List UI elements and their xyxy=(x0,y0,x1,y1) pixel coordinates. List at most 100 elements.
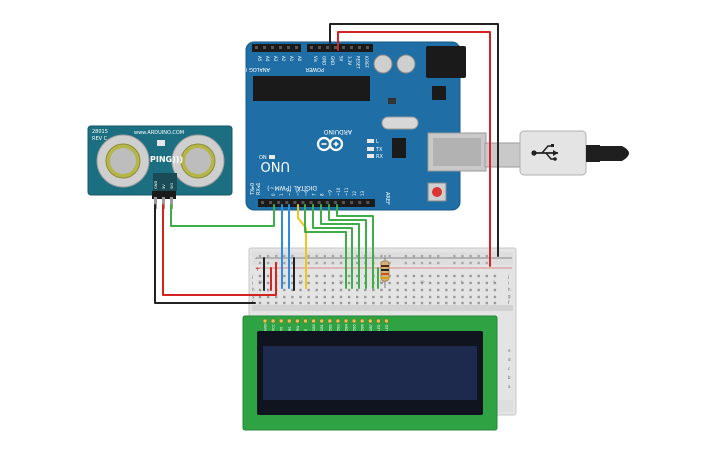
rail-hole[interactable] xyxy=(356,261,359,265)
lcd-pin[interactable] xyxy=(278,318,284,324)
breadboard-hole[interactable] xyxy=(291,281,294,285)
breadboard-hole[interactable] xyxy=(461,301,464,305)
breadboard-hole[interactable] xyxy=(493,288,497,292)
breadboard-hole[interactable] xyxy=(347,288,351,292)
breadboard-hole[interactable] xyxy=(347,281,351,285)
header-hole[interactable] xyxy=(285,201,289,204)
header-hole[interactable] xyxy=(317,201,321,204)
lcd-pin[interactable] xyxy=(270,318,276,324)
header-hole[interactable] xyxy=(333,201,337,204)
breadboard-hole[interactable] xyxy=(485,281,488,285)
breadboard-hole[interactable] xyxy=(445,301,448,305)
rail-hole[interactable] xyxy=(404,261,407,265)
breadboard-hole[interactable] xyxy=(420,281,424,285)
breadboard-hole[interactable] xyxy=(445,281,448,285)
rail-hole[interactable] xyxy=(275,254,278,258)
rail-hole[interactable] xyxy=(291,261,294,265)
header-hole[interactable] xyxy=(358,201,362,204)
breadboard-hole[interactable] xyxy=(299,274,302,278)
breadboard-hole[interactable] xyxy=(331,274,335,278)
lcd-pin[interactable] xyxy=(384,318,389,324)
rail-hole[interactable] xyxy=(315,261,318,265)
breadboard-hole[interactable] xyxy=(283,281,286,285)
lcd-pin[interactable] xyxy=(262,318,268,324)
breadboard-hole[interactable] xyxy=(364,301,367,305)
breadboard-hole[interactable] xyxy=(323,288,326,292)
rail-hole[interactable] xyxy=(404,254,407,258)
breadboard-hole[interactable] xyxy=(453,288,456,292)
breadboard-hole[interactable] xyxy=(347,274,351,278)
header-hole[interactable] xyxy=(309,201,313,204)
breadboard-hole[interactable] xyxy=(323,301,326,305)
breadboard-hole[interactable] xyxy=(445,288,448,292)
breadboard-hole[interactable] xyxy=(266,301,270,305)
breadboard-hole[interactable] xyxy=(437,281,440,285)
breadboard-hole[interactable] xyxy=(315,295,318,299)
header-hole[interactable] xyxy=(261,201,264,204)
rail-hole[interactable] xyxy=(461,261,464,265)
breadboard-hole[interactable] xyxy=(396,288,399,292)
wire-sensor-sig[interactable] xyxy=(170,204,275,227)
breadboard-hole[interactable] xyxy=(412,281,416,285)
breadboard-hole[interactable] xyxy=(420,288,424,292)
breadboard-hole[interactable] xyxy=(404,274,407,278)
breadboard-hole[interactable] xyxy=(428,281,432,285)
breadboard-hole[interactable] xyxy=(258,295,262,299)
breadboard-hole[interactable] xyxy=(364,295,367,299)
rail-hole[interactable] xyxy=(283,254,286,258)
breadboard-hole[interactable] xyxy=(380,288,383,292)
breadboard-hole[interactable] xyxy=(412,274,416,278)
rail-hole[interactable] xyxy=(266,254,270,258)
breadboard-hole[interactable] xyxy=(412,288,416,292)
breadboard-hole[interactable] xyxy=(364,288,367,292)
breadboard-hole[interactable] xyxy=(469,288,472,292)
breadboard-hole[interactable] xyxy=(420,274,424,278)
sensor-pin-sig[interactable] xyxy=(170,197,173,209)
breadboard-hole[interactable] xyxy=(404,281,407,285)
header-hole[interactable] xyxy=(366,201,370,204)
breadboard-hole[interactable] xyxy=(307,301,310,305)
breadboard-hole[interactable] xyxy=(428,274,432,278)
breadboard-hole[interactable] xyxy=(307,288,310,292)
breadboard-hole[interactable] xyxy=(266,295,270,299)
breadboard-hole[interactable] xyxy=(356,288,359,292)
wire-gnd[interactable] xyxy=(329,23,499,257)
lcd-pin[interactable] xyxy=(351,318,357,324)
rail-hole[interactable] xyxy=(428,261,432,265)
breadboard-hole[interactable] xyxy=(372,295,375,299)
rail-hole[interactable] xyxy=(469,261,472,265)
breadboard-hole[interactable] xyxy=(307,295,310,299)
lcd-pin[interactable] xyxy=(311,318,316,324)
breadboard-hole[interactable] xyxy=(453,274,456,278)
rail-hole[interactable] xyxy=(307,261,310,265)
rail-hole[interactable] xyxy=(485,261,488,265)
breadboard-hole[interactable] xyxy=(404,295,407,299)
header-hole[interactable] xyxy=(366,46,369,49)
rail-hole[interactable] xyxy=(356,254,359,258)
breadboard-hole[interactable] xyxy=(469,274,472,278)
rail-hole[interactable] xyxy=(428,254,432,258)
breadboard-hole[interactable] xyxy=(493,301,497,305)
breadboard-hole[interactable] xyxy=(461,295,464,299)
rail-hole[interactable] xyxy=(412,261,416,265)
breadboard-hole[interactable] xyxy=(339,281,343,285)
breadboard-hole[interactable] xyxy=(331,288,335,292)
breadboard-hole[interactable] xyxy=(453,295,456,299)
breadboard-hole[interactable] xyxy=(372,288,375,292)
breadboard-hole[interactable] xyxy=(437,295,440,299)
breadboard-hole[interactable] xyxy=(291,274,294,278)
breadboard-hole[interactable] xyxy=(412,295,416,299)
rail-hole[interactable] xyxy=(258,261,262,265)
breadboard-hole[interactable] xyxy=(291,301,294,305)
breadboard-hole[interactable] xyxy=(275,295,278,299)
breadboard-hole[interactable] xyxy=(356,281,359,285)
breadboard-hole[interactable] xyxy=(396,281,399,285)
rail-hole[interactable] xyxy=(339,254,343,258)
breadboard-hole[interactable] xyxy=(469,301,472,305)
breadboard-hole[interactable] xyxy=(258,274,262,278)
lcd-pin[interactable] xyxy=(319,318,324,324)
rail-hole[interactable] xyxy=(331,261,335,265)
breadboard-hole[interactable] xyxy=(388,274,391,278)
header-hole[interactable] xyxy=(277,201,281,204)
breadboard-hole[interactable] xyxy=(485,301,488,305)
